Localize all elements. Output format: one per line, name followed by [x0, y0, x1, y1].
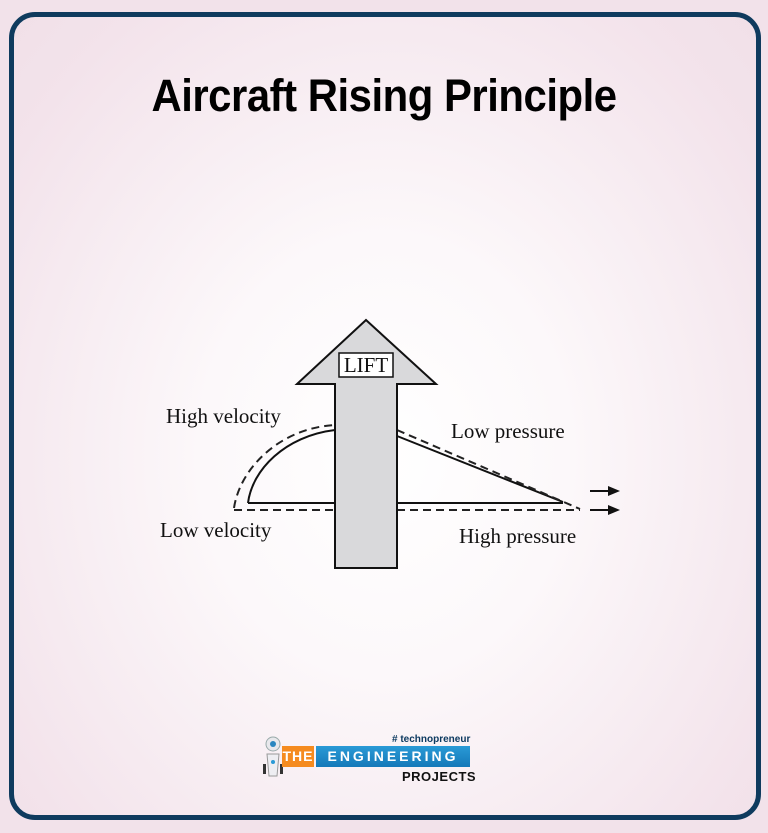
brand-logo: # technopreneur THE ENGINEERING PROJECTS — [262, 731, 477, 789]
label-low-pressure: Low pressure — [451, 419, 565, 443]
airfoil-upper-rear — [396, 435, 564, 503]
lift-arrow-icon — [294, 318, 439, 569]
logo-projects: PROJECTS — [402, 769, 477, 784]
flow-arrow-icon — [590, 486, 620, 515]
lift-label: LIFT — [344, 353, 389, 377]
upper-streamline — [233, 424, 336, 509]
logo-the: THE — [282, 746, 314, 767]
label-high-pressure: High pressure — [459, 524, 576, 548]
page-title: Aircraft Rising Principle — [151, 70, 617, 121]
label-high-velocity: High velocity — [166, 404, 281, 428]
robot-icon — [263, 736, 283, 777]
label-low-velocity: Low velocity — [160, 518, 272, 542]
airfoil-upper-front — [247, 429, 336, 504]
logo-engineering: ENGINEERING — [316, 746, 470, 767]
logo-tagline: # technopreneur — [392, 734, 471, 745]
